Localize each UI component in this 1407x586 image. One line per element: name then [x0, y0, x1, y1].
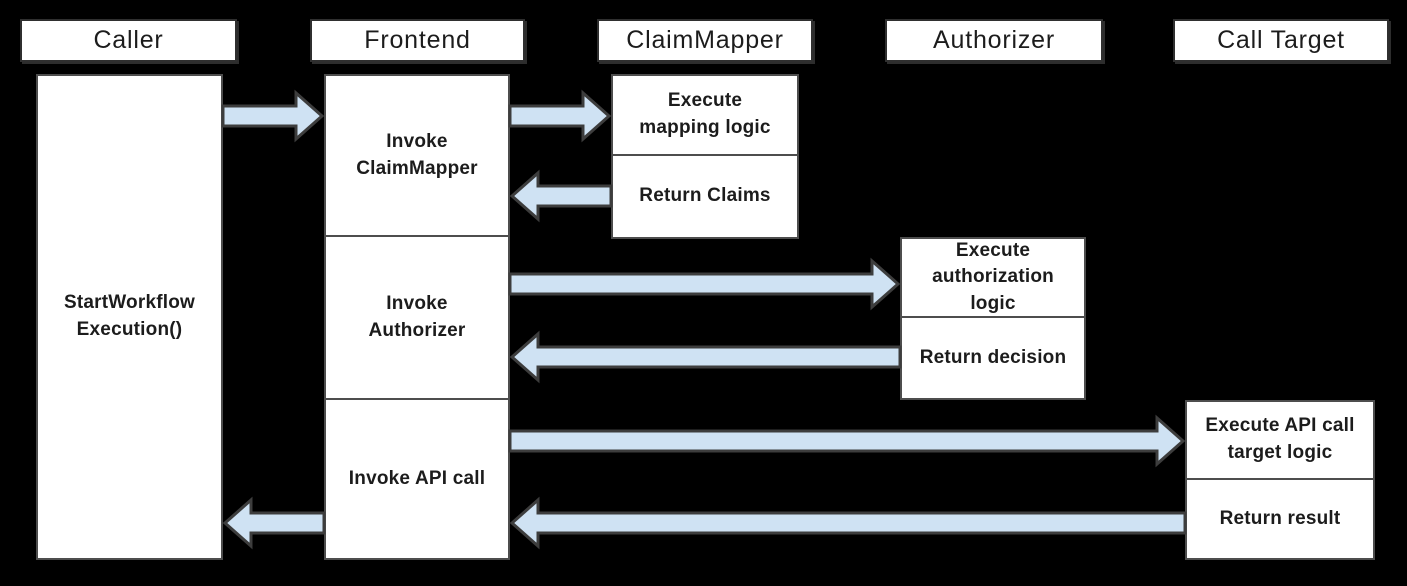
lane-header-claimmapper-label: ClaimMapper	[626, 26, 784, 54]
column-frontend: Invoke ClaimMapper Invoke Authorizer Inv…	[324, 74, 510, 560]
column-calltarget: Execute API call target logic Return res…	[1185, 400, 1375, 560]
arrow-caller-to-frontend	[221, 89, 325, 143]
box-return-result-label: Return result	[1219, 507, 1341, 529]
lane-header-frontend: Frontend	[310, 19, 525, 62]
arrow-frontend-to-caller	[222, 496, 326, 550]
arrow-frontend-to-calltarget	[508, 414, 1186, 468]
lane-header-calltarget-label: Call Target	[1217, 26, 1345, 54]
box-invoke-authorizer-label: Invoke Authorizer	[368, 292, 466, 341]
arrow-claimmapper-to-frontend	[509, 169, 613, 223]
lane-header-authorizer: Authorizer	[885, 19, 1103, 62]
box-return-decision-label: Return decision	[919, 346, 1067, 368]
box-execute-mapping-logic-label: Execute mapping logic	[639, 90, 771, 138]
box-invoke-api-call: Invoke API call	[324, 398, 510, 560]
box-return-claims: Return Claims	[611, 154, 799, 239]
box-return-decision: Return decision	[900, 316, 1086, 400]
box-invoke-claimmapper-label: Invoke ClaimMapper	[356, 130, 478, 179]
lane-header-calltarget: Call Target	[1173, 19, 1389, 62]
box-invoke-authorizer: Invoke Authorizer	[324, 235, 510, 400]
box-invoke-claimmapper: Invoke ClaimMapper	[324, 74, 510, 237]
box-execute-api-call-target-logic-label: Execute API call target logic	[1205, 415, 1355, 463]
arrow-frontend-to-claimmapper	[508, 89, 612, 143]
box-invoke-api-call-label: Invoke API call	[348, 467, 486, 489]
box-execute-mapping-logic: Execute mapping logic	[611, 74, 799, 156]
box-startworkflow-execution-label: StartWorkflow Execution()	[63, 292, 196, 340]
box-return-result: Return result	[1185, 478, 1375, 560]
column-claimmapper: Execute mapping logic Return Claims	[611, 74, 799, 239]
box-execute-authorization-logic-label: Execute authorization logic	[932, 239, 1054, 314]
lane-header-caller-label: Caller	[93, 26, 164, 54]
box-return-claims-label: Return Claims	[639, 185, 771, 207]
lane-header-caller: Caller	[20, 19, 237, 62]
arrow-authorizer-to-frontend	[509, 330, 902, 384]
lane-header-frontend-label: Frontend	[364, 26, 471, 54]
box-execute-authorization-logic: Execute authorization logic	[900, 237, 1086, 318]
lane-header-authorizer-label: Authorizer	[933, 26, 1055, 54]
box-startworkflow-execution: StartWorkflow Execution()	[36, 74, 223, 560]
column-authorizer: Execute authorization logic Return decis…	[900, 237, 1086, 400]
box-execute-api-call-target-logic: Execute API call target logic	[1185, 400, 1375, 480]
lane-header-claimmapper: ClaimMapper	[597, 19, 813, 62]
arrow-calltarget-to-frontend	[509, 496, 1187, 550]
column-caller: StartWorkflow Execution()	[36, 74, 223, 560]
arrow-frontend-to-authorizer	[508, 257, 901, 311]
